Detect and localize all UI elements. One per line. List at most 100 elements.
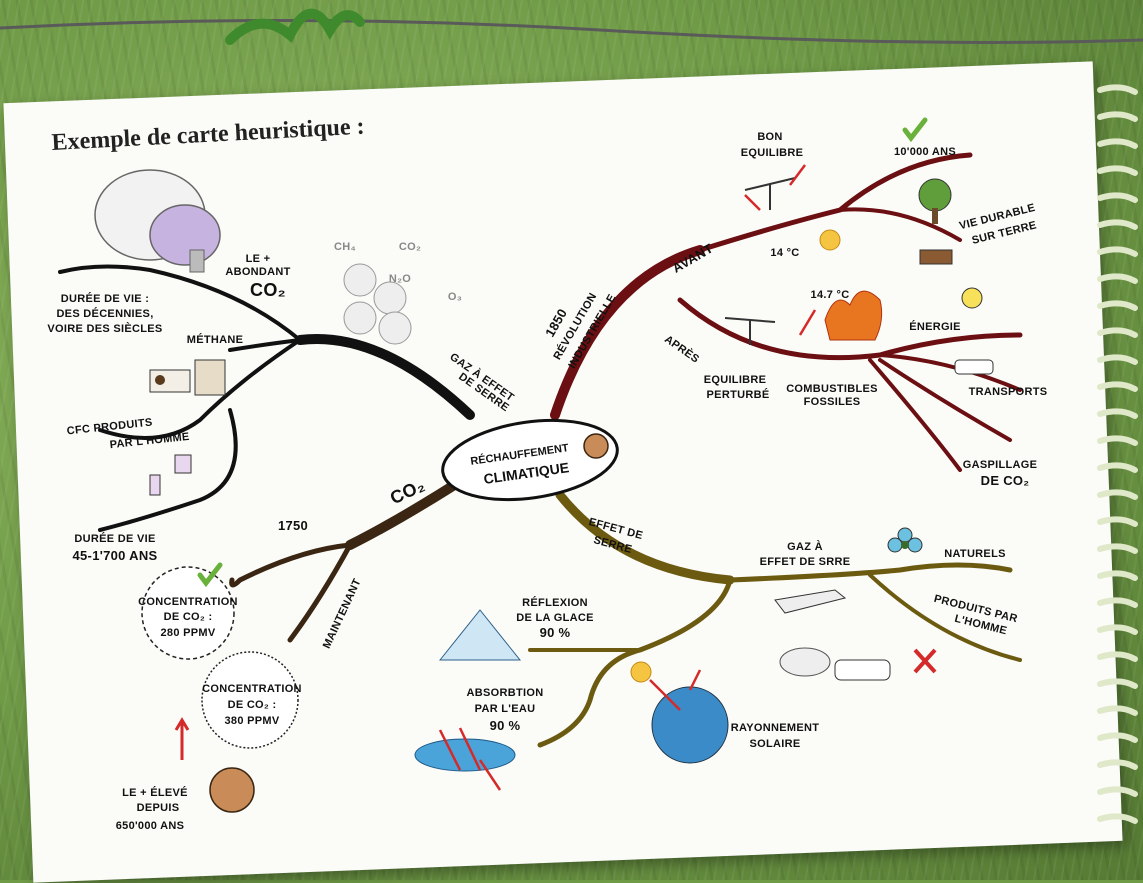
formula-ch4: CH₄	[334, 241, 356, 253]
spiral-ring	[1097, 624, 1138, 635]
spiral-ring	[1097, 462, 1138, 473]
label-duree-siecles-1: DURÉE DE VIE :	[61, 292, 150, 305]
label-temp-apres: 14.7 °C	[811, 289, 850, 301]
spiral-ring	[1097, 489, 1138, 500]
flower-icon	[887, 527, 923, 553]
label-bon: BON	[757, 131, 782, 143]
label-gaspillage-co2: DE CO₂	[981, 473, 1030, 488]
spiral-ring	[1097, 219, 1138, 230]
worried-face-icon	[209, 767, 255, 813]
car-icon	[834, 659, 891, 681]
iceberg-icon	[438, 609, 522, 661]
up-arrow-head	[174, 717, 190, 731]
conc-280-line1: CONCENTRATION	[138, 596, 238, 608]
label-duree-ans-2: 45-1'700 ANS	[73, 548, 158, 563]
airplane-icon	[774, 589, 847, 614]
label-duree-siecles-3: VOIRE DES SIÈCLES	[47, 322, 162, 335]
label-le-plus: LE +	[246, 253, 271, 265]
label-reflexion-90: 90 %	[540, 625, 571, 640]
spiral-ring	[1097, 543, 1138, 554]
molecule-icon	[343, 263, 377, 297]
label-naturels: NATURELS	[944, 548, 1005, 560]
car-icon	[954, 359, 994, 375]
branch-effet-serre	[528, 490, 1022, 748]
deer-icon	[919, 249, 953, 265]
spiral-ring	[1097, 597, 1138, 608]
spiral-ring	[1097, 354, 1138, 365]
spiral-ring	[1097, 813, 1138, 824]
spiral-ring	[1097, 570, 1138, 581]
spiral-ring	[1097, 705, 1138, 716]
spiral-ring	[1097, 651, 1138, 662]
conc-380-line3: 380 PPMV	[225, 715, 280, 727]
formula-co2: CO₂	[399, 241, 421, 253]
label-duree-ans-1: DURÉE DE VIE	[74, 532, 155, 545]
water-icon	[414, 738, 516, 772]
spiral-ring	[1097, 516, 1138, 527]
label-depuis: DEPUIS	[137, 802, 180, 814]
spray-can-icon	[149, 454, 192, 496]
spiral-ring	[1097, 111, 1138, 122]
cross-icon	[913, 648, 937, 674]
label-absorbtion: ABSORBTION	[467, 687, 544, 699]
radiation-arrows-icon	[438, 164, 817, 791]
spiral-ring	[1097, 759, 1138, 770]
top-scribble-decoration	[0, 8, 1143, 45]
spiral-binding	[1097, 84, 1138, 824]
label-plus-eleve: LE + ÉLEVÉ	[122, 786, 188, 799]
fire-icon	[824, 290, 883, 341]
label-10000-ans: 10'000 ANS	[894, 146, 956, 158]
concentration-380-bubble: CONCENTRATION DE CO₂ : 380 PPMV	[201, 651, 302, 749]
label-equilibre: EQUILIBRE	[741, 147, 804, 159]
spiral-ring	[1097, 678, 1138, 689]
label-gaspillage: GASPILLAGE	[963, 459, 1038, 471]
smoke-icon	[779, 647, 831, 677]
spiral-ring	[1097, 381, 1138, 392]
spiral-ring	[1097, 408, 1138, 419]
label-temp-avant: 14 °C	[770, 247, 799, 259]
center-node[interactable]: RÉCHAUFFEMENT CLIMATIQUE	[438, 410, 623, 510]
conc-280-line2: DE CO₂ :	[164, 611, 213, 623]
cow-icon	[149, 359, 226, 396]
formula-o3: O₃	[448, 291, 462, 303]
label-duree-siecles-2: DES DÉCENNIES,	[56, 307, 153, 320]
branch-co2	[229, 470, 475, 643]
label-avant: AVANT	[670, 241, 716, 276]
label-apres: APRÈS	[662, 333, 702, 366]
check-icon	[197, 562, 223, 588]
worried-face-icon	[583, 433, 609, 459]
spiral-ring	[1097, 732, 1138, 743]
sun-icon	[630, 661, 652, 683]
spiral-ring	[1097, 435, 1138, 446]
spiral-ring	[1097, 165, 1138, 176]
spiral-ring	[1097, 786, 1138, 797]
spiral-ring	[1097, 327, 1138, 338]
conc-380-line2: DE CO₂ :	[228, 699, 277, 711]
label-abondant-co2: CO₂	[250, 280, 286, 300]
conc-380-line1: CONCENTRATION	[202, 683, 302, 695]
label-combustibles: COMBUSTIBLES	[786, 383, 878, 395]
label-abondant: ABONDANT	[225, 266, 290, 278]
tree-icon	[918, 178, 952, 224]
label-650000-ans: 650'000 ANS	[116, 820, 185, 832]
branch-revolution	[550, 152, 1023, 472]
earth-icon	[651, 686, 729, 764]
branch-greenhouse-gas	[58, 264, 475, 532]
concentration-280-bubble: CONCENTRATION DE CO₂ : 280 PPMV	[138, 566, 238, 660]
spiral-ring	[1097, 84, 1138, 95]
spiral-ring	[1097, 273, 1138, 284]
spiral-ring	[1097, 246, 1138, 257]
label-de-la-glace: DE LA GLACE	[516, 612, 593, 624]
label-par-l-eau: PAR L'EAU	[475, 703, 536, 715]
label-energie: ÉNERGIE	[909, 320, 961, 333]
map-title: Exemple de carte heuristique :	[51, 114, 365, 156]
balance-scale-tilted-icon	[724, 317, 776, 345]
smoke-cloud-icon	[94, 169, 221, 273]
label-absorbtion-90: 90 %	[490, 718, 521, 733]
molecule-icon	[378, 311, 412, 345]
formula-n2o: N₂O	[389, 273, 411, 285]
gas-formulas: CH₄ CO₂ N₂O O₃	[334, 241, 462, 345]
spiral-ring	[1097, 192, 1138, 203]
label-solaire: SOLAIRE	[750, 738, 801, 750]
